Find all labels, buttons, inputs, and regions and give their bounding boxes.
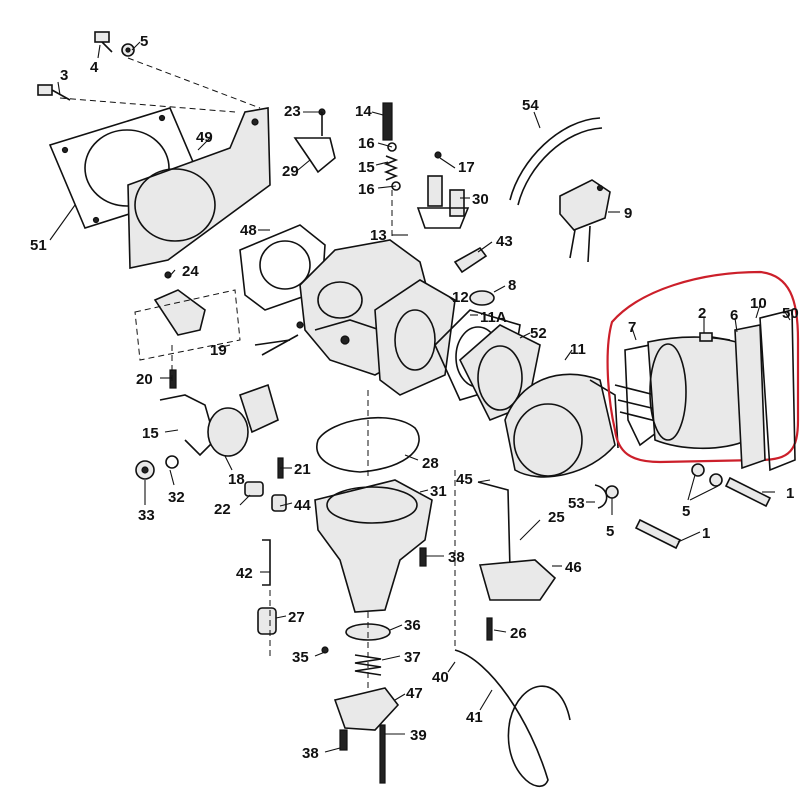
part-27-part	[257, 607, 277, 635]
callout-32: 32	[168, 489, 185, 506]
callout-39: 39	[410, 727, 427, 744]
callout-42: 42	[236, 565, 253, 582]
part-45-bracket	[477, 481, 511, 571]
callout-31: 31	[430, 483, 447, 500]
callout-30: 30	[472, 191, 489, 208]
part-12-flange	[374, 279, 456, 396]
callout-46: 46	[565, 559, 582, 576]
part-38-39-screws	[339, 547, 427, 784]
part-54-fuel-line	[509, 117, 603, 206]
callout-21: 21	[294, 461, 311, 478]
callout-8: 8	[508, 277, 516, 294]
callout-19: 19	[210, 342, 227, 359]
callout-18: 18	[228, 471, 245, 488]
part-21-22-44	[244, 457, 287, 512]
part-2-bolt	[699, 332, 731, 342]
callout-44: 44	[294, 497, 311, 514]
part-9-fuel-pump	[559, 179, 611, 263]
callout-53: 53	[568, 495, 585, 512]
callout-54: 54	[522, 97, 539, 114]
callout-12: 12	[452, 289, 469, 306]
callout-33: 33	[138, 507, 155, 524]
callout-27: 27	[288, 609, 305, 626]
callout-15a: 15	[358, 159, 375, 176]
callout-50: 50	[782, 305, 799, 322]
callout-51: 51	[30, 237, 47, 254]
callout-7: 7	[628, 319, 636, 336]
callout-26: 26	[510, 625, 527, 642]
callout-1a: 1	[786, 485, 794, 502]
part-bolts-3-4	[37, 31, 135, 101]
part-14-16-screws	[382, 102, 401, 191]
part-28-gasket	[316, 416, 420, 473]
callout-22: 22	[214, 501, 231, 518]
callout-38a: 38	[302, 745, 319, 762]
callout-47: 47	[406, 685, 423, 702]
part-26-screw	[486, 617, 493, 641]
part-50-gasket	[759, 308, 796, 472]
callout-11: 11	[570, 341, 586, 358]
part-49-bracket	[127, 107, 271, 269]
callout-43: 43	[496, 233, 513, 250]
part-1-bolts	[634, 463, 772, 550]
callout-24: 24	[182, 263, 199, 280]
callout-17: 17	[458, 159, 475, 176]
part-10-plate	[734, 324, 766, 470]
part-24-lever	[153, 271, 206, 336]
part-18-choke	[207, 383, 279, 457]
part-42-rod	[262, 539, 271, 586]
callout-37: 37	[404, 649, 421, 666]
callout-35: 35	[292, 649, 309, 666]
callout-15b: 15	[142, 425, 159, 442]
callout-48: 48	[240, 222, 257, 239]
callout-25: 25	[548, 509, 565, 526]
part-53-clip	[594, 484, 619, 509]
callout-14: 14	[355, 103, 372, 120]
callout-13: 13	[370, 227, 387, 244]
callout-28: 28	[422, 455, 439, 472]
callout-9: 9	[624, 205, 632, 222]
callout-36: 36	[404, 617, 421, 634]
callout-45: 45	[456, 471, 473, 488]
callout-52: 52	[530, 325, 547, 342]
part-47-cover	[333, 687, 400, 731]
callout-labels: 5 4 3 51 49 23 29 14 16 15 16 17 30 54 9…	[30, 33, 799, 762]
callout-1b: 1	[702, 525, 710, 542]
callout-20: 20	[136, 371, 153, 388]
callout-5a: 5	[140, 33, 148, 50]
leader-lines	[49, 41, 791, 753]
part-30-valve-block	[416, 151, 470, 229]
part-41-cable	[454, 470, 571, 787]
callout-4: 4	[90, 59, 99, 76]
part-46-weight	[478, 559, 557, 601]
part-20-linkage	[159, 369, 216, 457]
part-boot	[647, 336, 749, 450]
part-11-elbow	[504, 373, 619, 478]
part-43-fitting	[453, 246, 488, 274]
part-31-float-bowl	[314, 479, 433, 613]
callout-41: 41	[466, 709, 483, 726]
part-19-link	[134, 289, 291, 361]
callout-49: 49	[196, 129, 213, 146]
callout-2: 2	[698, 305, 706, 322]
callout-16a: 16	[358, 135, 375, 152]
part-8-washer	[469, 290, 495, 306]
callout-11A: 11A	[480, 309, 507, 326]
part-32-33-washers	[135, 455, 179, 480]
callout-16b: 16	[358, 181, 375, 198]
callout-5b: 5	[606, 523, 614, 540]
callout-40: 40	[432, 669, 449, 686]
callout-38b: 38	[448, 549, 465, 566]
callout-5c: 5	[682, 503, 690, 520]
part-35-pin	[321, 646, 329, 654]
callout-6: 6	[730, 307, 738, 324]
callout-23: 23	[284, 103, 301, 120]
part-29-lever	[293, 108, 336, 174]
callout-10: 10	[750, 295, 767, 312]
callout-3: 3	[60, 67, 68, 84]
callout-29: 29	[282, 163, 299, 180]
